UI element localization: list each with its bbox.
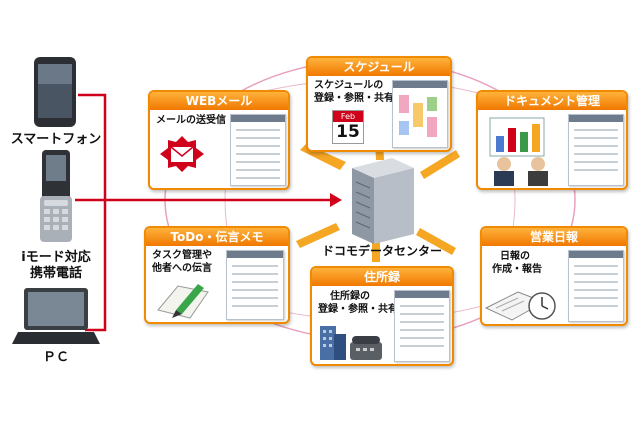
calendar-day: 15 (336, 122, 360, 142)
report-screen (568, 250, 624, 322)
report-panel: 営業日報 日報の 作成・報告 (480, 226, 628, 326)
todo-subtitle-line2: 他者への伝言 (152, 263, 212, 274)
pc-label: ＰＣ (42, 350, 69, 365)
address-subtitle-line2: 登録・参照・共有 (318, 304, 398, 315)
todo-title: ToDo・伝言メモ (146, 228, 288, 246)
smartphone-label: スマートフォン (10, 132, 102, 147)
webmail-title: WEBメール (150, 92, 288, 110)
memo-pen-icon (157, 284, 209, 319)
todo-screen (226, 250, 284, 320)
report-clock-icon (484, 291, 556, 321)
schedule-title: スケジュール (308, 58, 450, 76)
business-people-chart-icon (489, 117, 548, 186)
document-title: ドキュメント管理 (478, 92, 626, 110)
datacenter-label: ドコモデータセンター (322, 244, 443, 258)
imode-phone-label-line1: iモード対応 (21, 250, 91, 265)
datacenter-server-icon (352, 158, 414, 244)
webmail-panel: WEBメール メールの送受信 (148, 90, 290, 190)
address-panel: 住所録 住所録の 登録・参照・共有 (310, 266, 454, 366)
report-subtitle-line1: 日報の (500, 251, 530, 262)
document-screen (568, 114, 624, 186)
network-lines (75, 93, 330, 332)
schedule-screen (392, 80, 448, 148)
webmail-screen (230, 114, 286, 186)
document-panel: ドキュメント管理 (476, 90, 628, 190)
calendar-month: Feb (333, 111, 363, 122)
mail-envelope-icon (160, 136, 204, 172)
arrow-to-datacenter (330, 193, 342, 207)
imode-phone-label-line2: 携帯電話 (29, 266, 82, 281)
report-title: 営業日報 (482, 228, 626, 246)
calendar-icon: Feb 15 (332, 110, 364, 144)
flip-phone-icon (40, 150, 72, 242)
schedule-panel: スケジュール スケジュールの 登録・参照・共有 Feb 15 (306, 56, 452, 152)
schedule-subtitle-line1: スケジュールの (314, 80, 384, 91)
building-phone-icon (320, 326, 382, 360)
report-subtitle-line2: 作成・報告 (492, 264, 542, 275)
smartphone-icon (34, 57, 76, 127)
address-subtitle-line1: 住所録の (330, 291, 370, 302)
address-screen (394, 290, 450, 362)
address-title: 住所録 (312, 268, 452, 286)
schedule-subtitle-line2: 登録・参照・共有 (314, 93, 394, 104)
todo-subtitle-line1: タスク管理や (152, 250, 212, 261)
todo-panel: ToDo・伝言メモ タスク管理や 他者への伝言 (144, 226, 290, 324)
webmail-subtitle: メールの送受信 (156, 115, 226, 126)
laptop-icon (12, 288, 100, 344)
